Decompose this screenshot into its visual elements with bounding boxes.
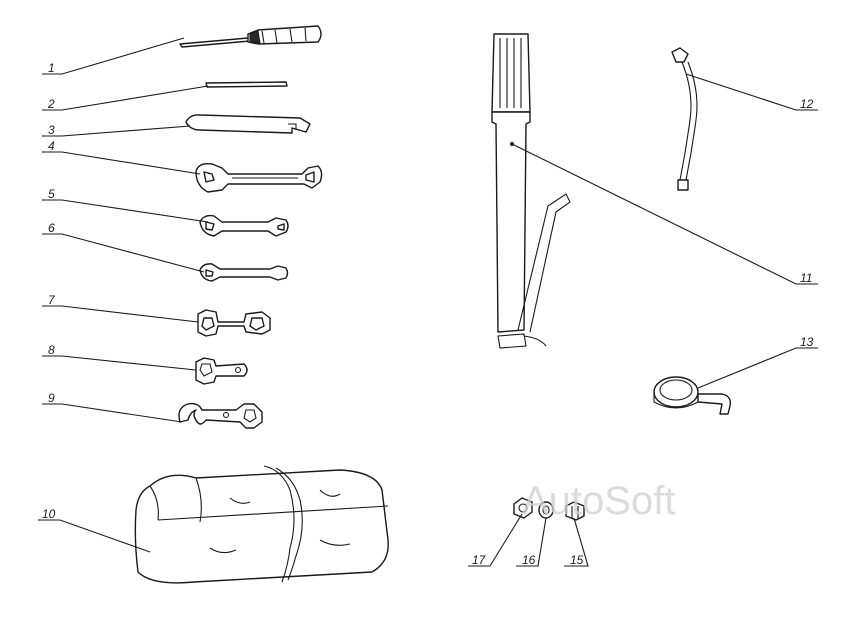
callout-2: 2 bbox=[47, 97, 55, 111]
bolt bbox=[565, 501, 585, 521]
callout-6: 6 bbox=[48, 221, 55, 235]
callout-4: 4 bbox=[48, 139, 55, 153]
open-end-wrench-medium bbox=[199, 214, 289, 237]
drift-pin bbox=[205, 81, 288, 88]
callout-11: 11 bbox=[800, 271, 812, 285]
screwdriver bbox=[179, 25, 322, 48]
leader-lines bbox=[38, 37, 818, 567]
callout-10: 10 bbox=[42, 507, 56, 521]
open-end-wrench-large bbox=[195, 162, 323, 193]
tyre-lever bbox=[185, 114, 311, 134]
callout-3: 3 bbox=[48, 123, 55, 137]
callout-13: 13 bbox=[800, 335, 814, 349]
nut bbox=[513, 497, 533, 519]
callout-1: 1 bbox=[48, 61, 55, 75]
tyre-pump bbox=[491, 33, 571, 349]
callout-numbers: 1 2 3 4 5 6 7 8 9 10 11 12 13 15 16 17 bbox=[42, 61, 814, 567]
callout-17: 17 bbox=[472, 553, 487, 567]
callout-7: 7 bbox=[48, 293, 56, 307]
callout-5: 5 bbox=[48, 187, 55, 201]
box-spanner bbox=[197, 309, 271, 337]
hook-spanner bbox=[178, 402, 263, 429]
tool-bag bbox=[134, 465, 389, 584]
pressure-gauge bbox=[653, 376, 732, 415]
watermark: AutoSoft bbox=[522, 479, 675, 523]
callout-15: 15 bbox=[570, 553, 584, 567]
pump-hose bbox=[671, 47, 698, 191]
callout-9: 9 bbox=[48, 391, 55, 405]
open-end-wrench-small bbox=[199, 263, 289, 282]
callout-12: 12 bbox=[800, 97, 814, 111]
callout-8: 8 bbox=[48, 343, 55, 357]
spark-plug-spanner bbox=[195, 357, 248, 385]
callout-16: 16 bbox=[522, 553, 536, 567]
